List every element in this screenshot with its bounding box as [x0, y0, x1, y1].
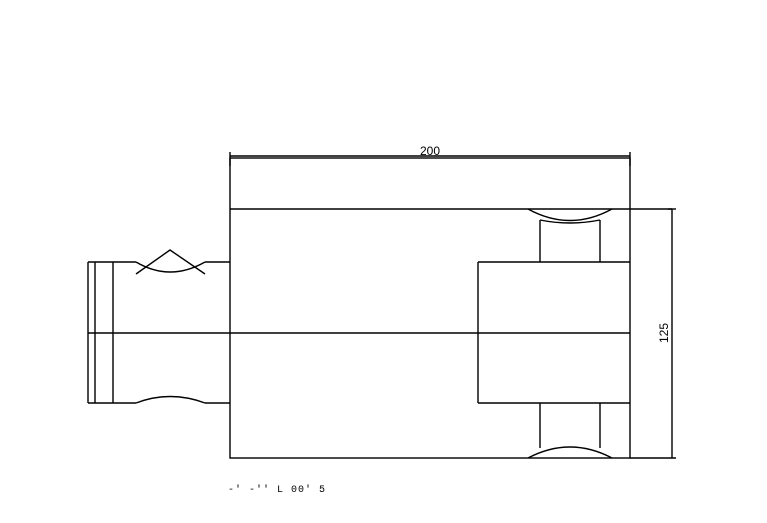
inner-bore [477, 261, 630, 404]
height-label: 125 [657, 323, 671, 343]
width-dimension: 200 [229, 144, 631, 166]
top-slot [527, 208, 613, 262]
bottom-slot [527, 403, 613, 459]
height-dimension: 125 [630, 208, 676, 459]
drawing-caption: -′ -′′ L 00′ 5 [228, 484, 326, 496]
left-shaft [87, 249, 230, 404]
main-body [88, 157, 672, 459]
width-label: 200 [420, 144, 440, 158]
